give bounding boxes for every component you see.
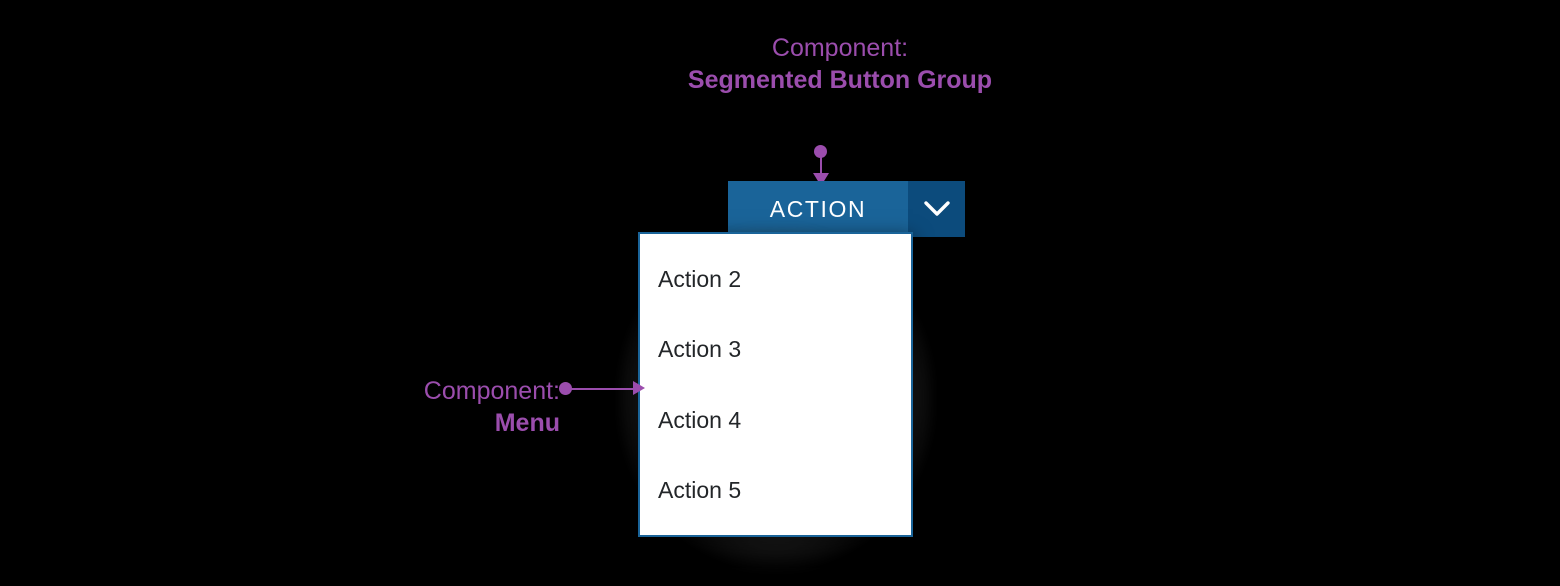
- menu-item[interactable]: Action 5: [658, 476, 742, 503]
- action-dropdown-toggle-button[interactable]: [908, 181, 965, 237]
- annotation-left-connector-line: [571, 388, 635, 390]
- annotation-left-value: Menu: [494, 409, 560, 437]
- annotation-left-label: Component:: [423, 377, 560, 405]
- menu-item[interactable]: Action 3: [658, 336, 742, 363]
- annotation-top-connector-line: [820, 156, 822, 180]
- annotation-segmented-button-group: Component: Segmented Button Group: [560, 32, 1120, 96]
- annotation-left-connector-arrow: [633, 381, 645, 395]
- annotation-left-connector-dot: [559, 382, 572, 395]
- annotation-top-label: Component:: [771, 34, 909, 62]
- menu-item[interactable]: Action 4: [658, 406, 742, 433]
- menu[interactable]: Action 2 Action 3 Action 4 Action 5: [638, 232, 913, 537]
- annotation-top-value: Segmented Button Group: [687, 66, 993, 94]
- annotation-top-connector-dot: [814, 145, 827, 158]
- menu-item[interactable]: Action 2: [658, 266, 742, 293]
- chevron-down-icon: [923, 200, 951, 218]
- annotation-menu: Component: Menu: [140, 375, 560, 439]
